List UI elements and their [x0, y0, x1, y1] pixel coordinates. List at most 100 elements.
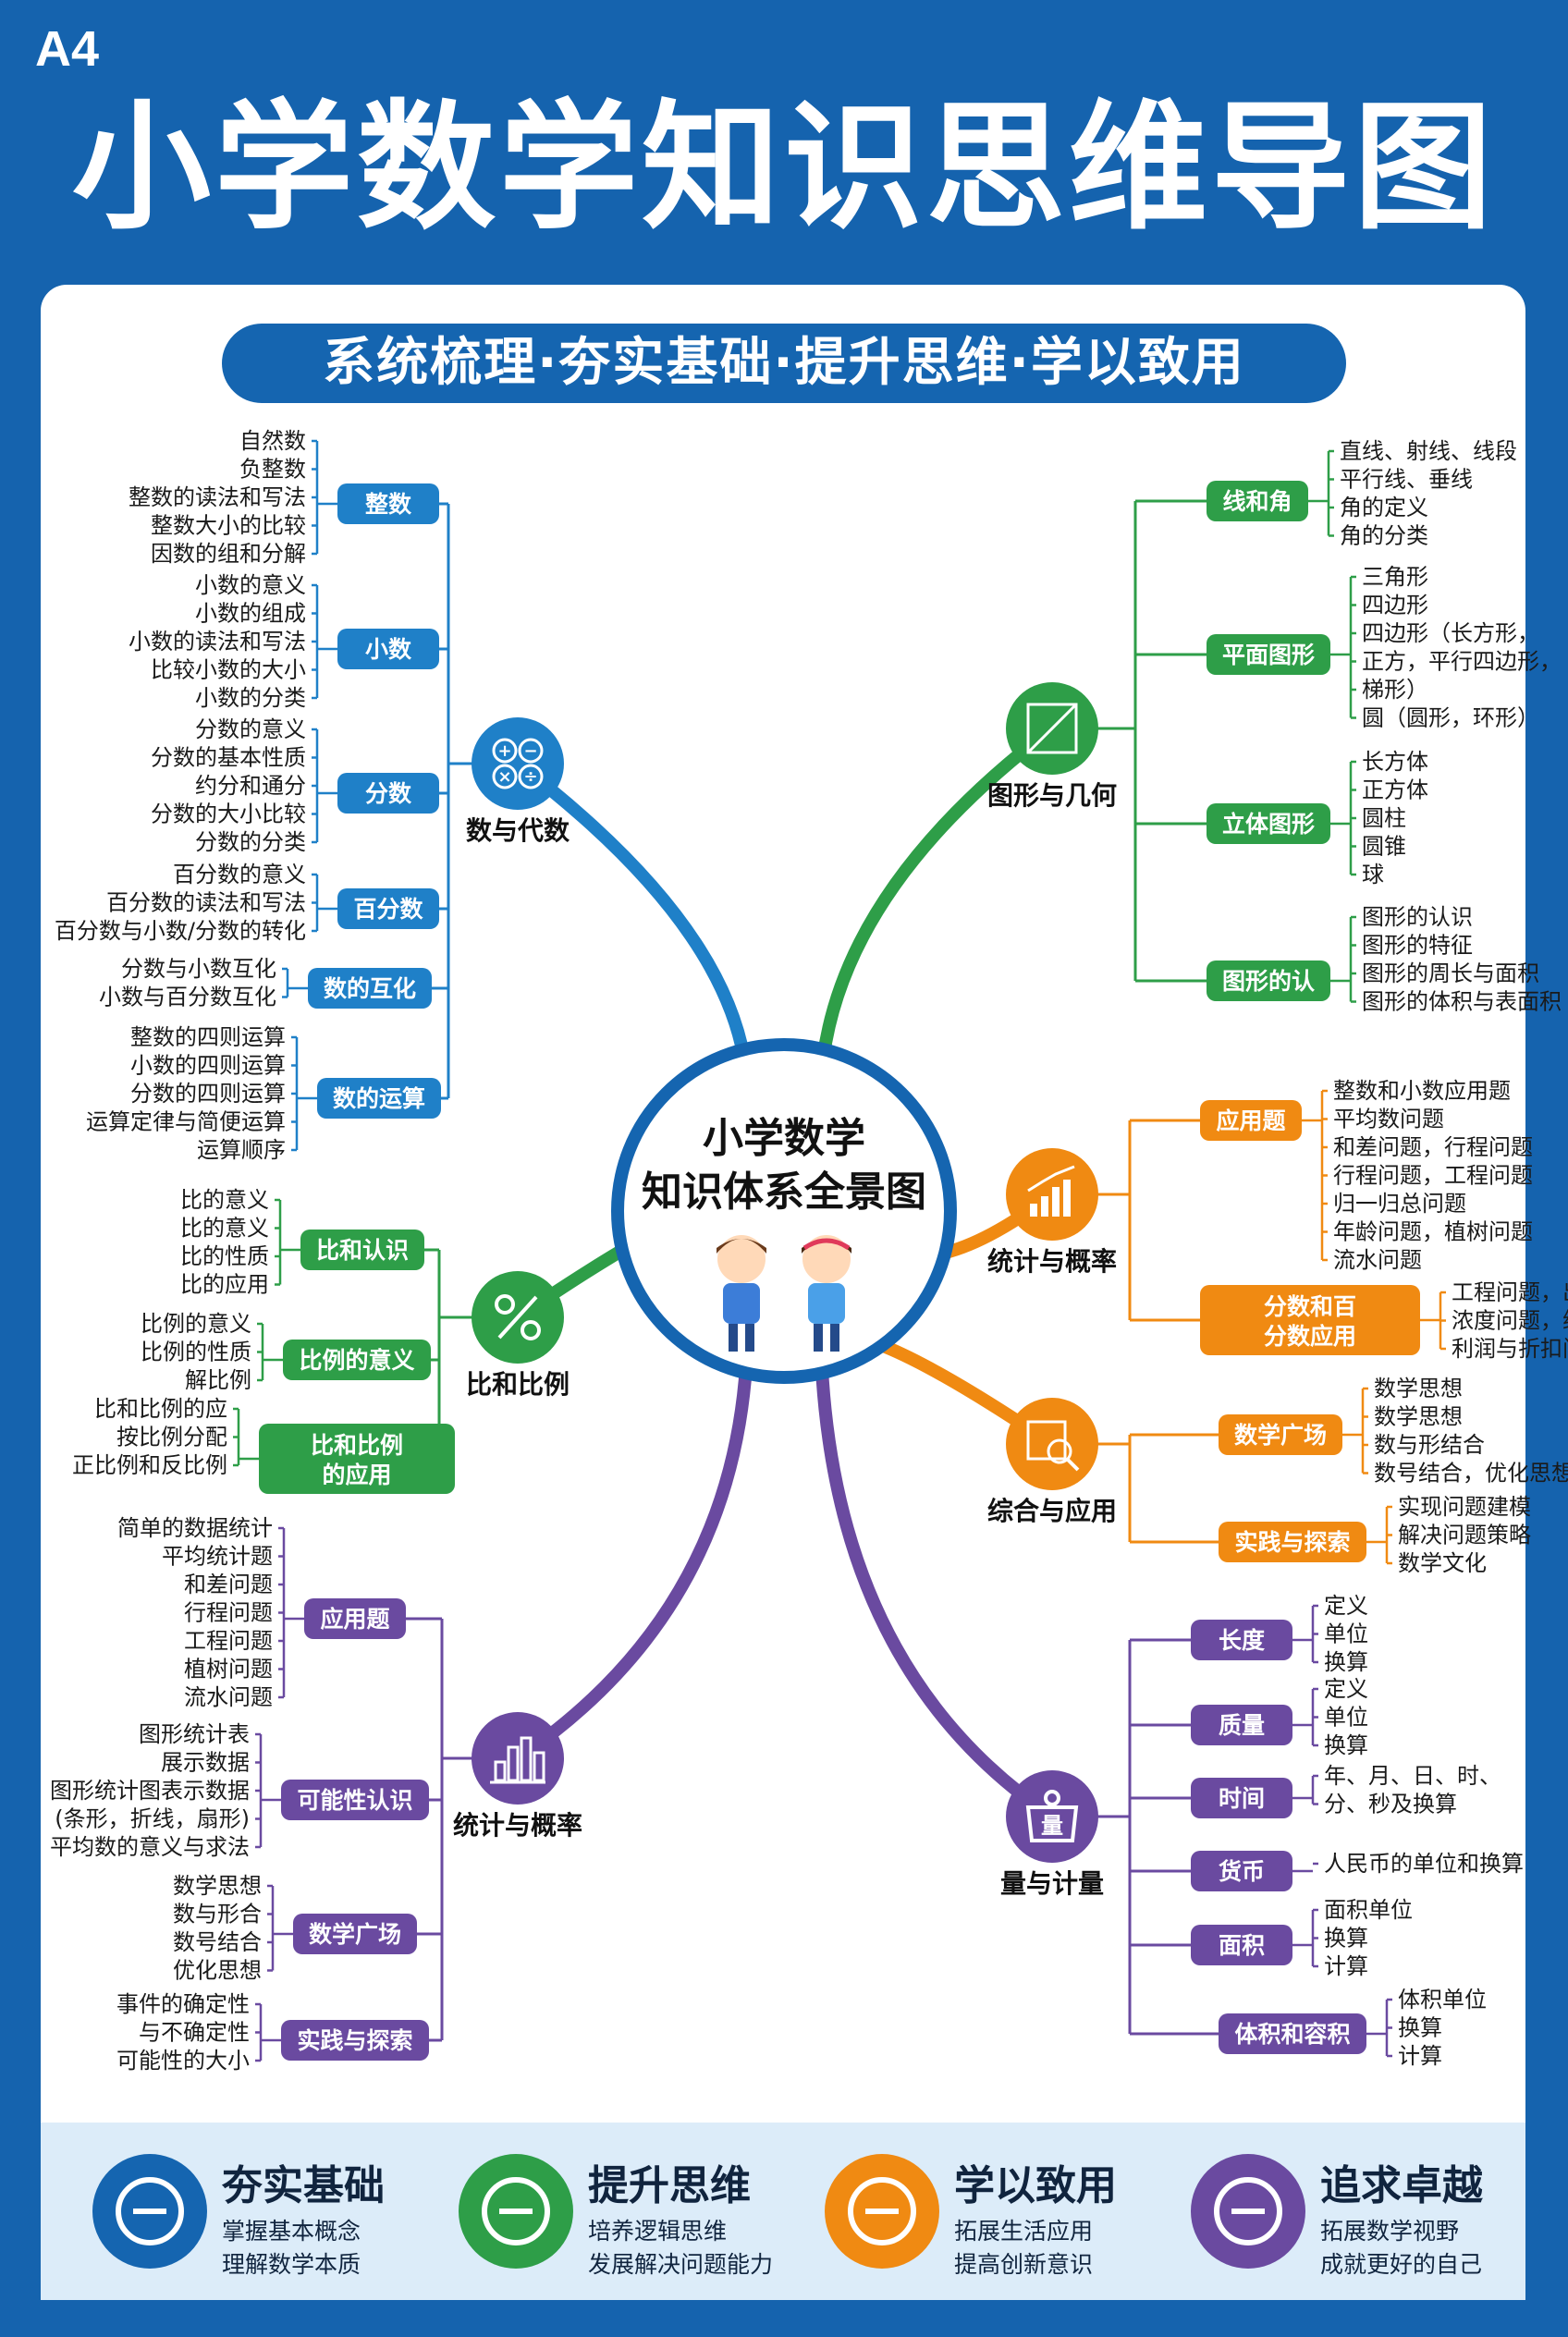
group-label-box [281, 1780, 429, 1820]
leaf-item: 整数和小数应用题 [1333, 1078, 1511, 1104]
group-label: 时间 [1219, 1785, 1265, 1812]
group-label: 货币 [1219, 1858, 1265, 1885]
leaf-item: 小数的读法和写法 [129, 629, 306, 655]
footer-title: 提升思维 [588, 2162, 751, 2209]
leaf-item: 比和比例的应 [94, 1396, 227, 1422]
leaf-item: 比的意义 [180, 1216, 269, 1242]
svg-text:×: × [497, 767, 511, 787]
group-label-box [1191, 1925, 1292, 1965]
branch-b5: 统计与概率应用题整数和小数应用题平均数问题和差问题，行程问题行程问题，工程问题归… [815, 1075, 1568, 1362]
leaf-item: 四边形（长方形， [1362, 620, 1539, 646]
group-label: 整数 [365, 491, 412, 518]
group-label: 面积 [1219, 1932, 1265, 1959]
leaf-item: 人民币的单位和换算 [1324, 1851, 1524, 1877]
main-branch-line [511, 1343, 753, 1765]
group-label-box [300, 1230, 424, 1270]
branch-b6: 综合与应用数学广场数学思想数学思想数与形结合数号结合，优化思想实践与探索实现问题… [815, 1328, 1568, 1576]
group-label: 实践与探索 [297, 2027, 412, 2054]
leaf-item: 换算 [1324, 1649, 1368, 1675]
leaf-item: 小数的意义 [195, 572, 306, 598]
leaf-item: 比的性质 [180, 1243, 269, 1269]
leaf-item: 平均数问题 [1333, 1107, 1444, 1132]
leaf-item: 分数的四则运算 [130, 1081, 286, 1107]
branch-label: 综合与应用 [987, 1496, 1117, 1526]
group-label-box [1219, 1522, 1366, 1562]
leaf-item: 自然数 [239, 428, 306, 454]
leaf-item: 单位 [1324, 1705, 1368, 1731]
leaf-item: 流水问题 [1333, 1247, 1422, 1273]
leaf-item: 行程问题，工程问题 [1333, 1163, 1533, 1189]
books-icon [92, 2154, 207, 2269]
group-label: 的应用 [322, 1462, 391, 1488]
group-label-box [1219, 2013, 1366, 2054]
leaf-item: 计算 [1398, 2043, 1442, 2069]
leaf-item: 平行线、垂线 [1340, 467, 1473, 493]
group-b7-3: 货币 人民币的单位和换算 [1130, 1851, 1524, 1891]
leaf-item: 正方体 [1362, 777, 1428, 803]
leaf-item: 图形统计表 [139, 1721, 250, 1747]
footer-item: 追求卓越拓展数学视野成就更好的自己 [1191, 2145, 1542, 2283]
leaf-item: 比的应用 [180, 1272, 269, 1298]
group-label: 图形的认 [1222, 968, 1315, 995]
branch-label: 数与代数 [466, 815, 570, 846]
leaf-item: 小数的四则运算 [130, 1053, 286, 1079]
footer-line: 理解数学本质 [222, 2251, 361, 2278]
group-label: 比和比例 [311, 1432, 403, 1459]
group-label-box [1219, 1414, 1342, 1455]
leaf-item: 计算 [1324, 1953, 1368, 1979]
group-label: 分数 [365, 780, 412, 807]
group-label-box [293, 1914, 417, 1954]
leaf-item: 分数与小数互化 [121, 956, 276, 982]
leaf-item: 运算顺序 [197, 1137, 286, 1163]
leaf-item: 图形的体积与表面积 [1362, 989, 1562, 1015]
footer-item: 夯实基础掌握基本概念理解数学本质 [92, 2145, 444, 2283]
footer-item: 学以致用拓展生活应用提高创新意识 [825, 2145, 1176, 2283]
leaf-item: 利润与折扣问题 [1452, 1336, 1568, 1362]
footer-item: 提升思维培养逻辑思维发展解决问题能力 [459, 2145, 810, 2283]
group-b5-0: 应用题整数和小数应用题平均数问题和差问题，行程问题行程问题，工程问题归一归总问题… [1130, 1078, 1533, 1273]
leaf-item: 角的定义 [1340, 495, 1428, 520]
leaf-item: 数学思想 [173, 1873, 262, 1899]
triangle-ruler-icon [1026, 703, 1078, 754]
svg-text:÷: ÷ [523, 767, 537, 787]
leaf-item: 约分和通分 [195, 773, 306, 799]
group-label: 质量 [1219, 1712, 1265, 1739]
leaf-item: 图形的特征 [1362, 933, 1473, 959]
leaf-item: 平均数的意义与求法 [50, 1834, 250, 1860]
growth-chart-icon [1027, 1165, 1075, 1217]
leaf-item: 比例的性质 [141, 1340, 251, 1365]
leaf-item: 比较小数的大小 [151, 657, 306, 683]
group-label-box [1207, 803, 1330, 844]
leaf-item: 因数的组和分解 [151, 541, 306, 567]
group-label: 应用题 [1216, 1107, 1285, 1134]
leaf-item: 换算 [1324, 1926, 1368, 1952]
leaf-item: 解比例 [185, 1367, 251, 1393]
leaf-item: 实现问题建模 [1398, 1494, 1531, 1520]
leaf-item: 植树问题 [184, 1657, 273, 1682]
leaf-item: 圆锥 [1362, 834, 1406, 860]
leaf-item: 简单的数据统计 [117, 1515, 273, 1541]
ratio-icon [495, 1294, 541, 1340]
group-label: 数的运算 [333, 1085, 425, 1112]
footer-line: 培养逻辑思维 [588, 2218, 728, 2245]
group-label: 数学广场 [309, 1921, 401, 1948]
leaf-item: 图形的周长与面积 [1362, 960, 1539, 986]
icon-label: 量 [1041, 1813, 1063, 1839]
branch-node [472, 717, 564, 810]
group-label: 数学广场 [1234, 1422, 1327, 1449]
leaf-item: 正方，平行四边形， [1362, 649, 1562, 675]
leaf-item: 分数的分类 [195, 829, 306, 855]
leaf-item: 换算 [1398, 2015, 1442, 2041]
footer-line: 提高创新意识 [954, 2251, 1094, 2278]
group-label-box [317, 1078, 441, 1119]
leaf-item: 可能性的大小 [116, 2048, 250, 2074]
